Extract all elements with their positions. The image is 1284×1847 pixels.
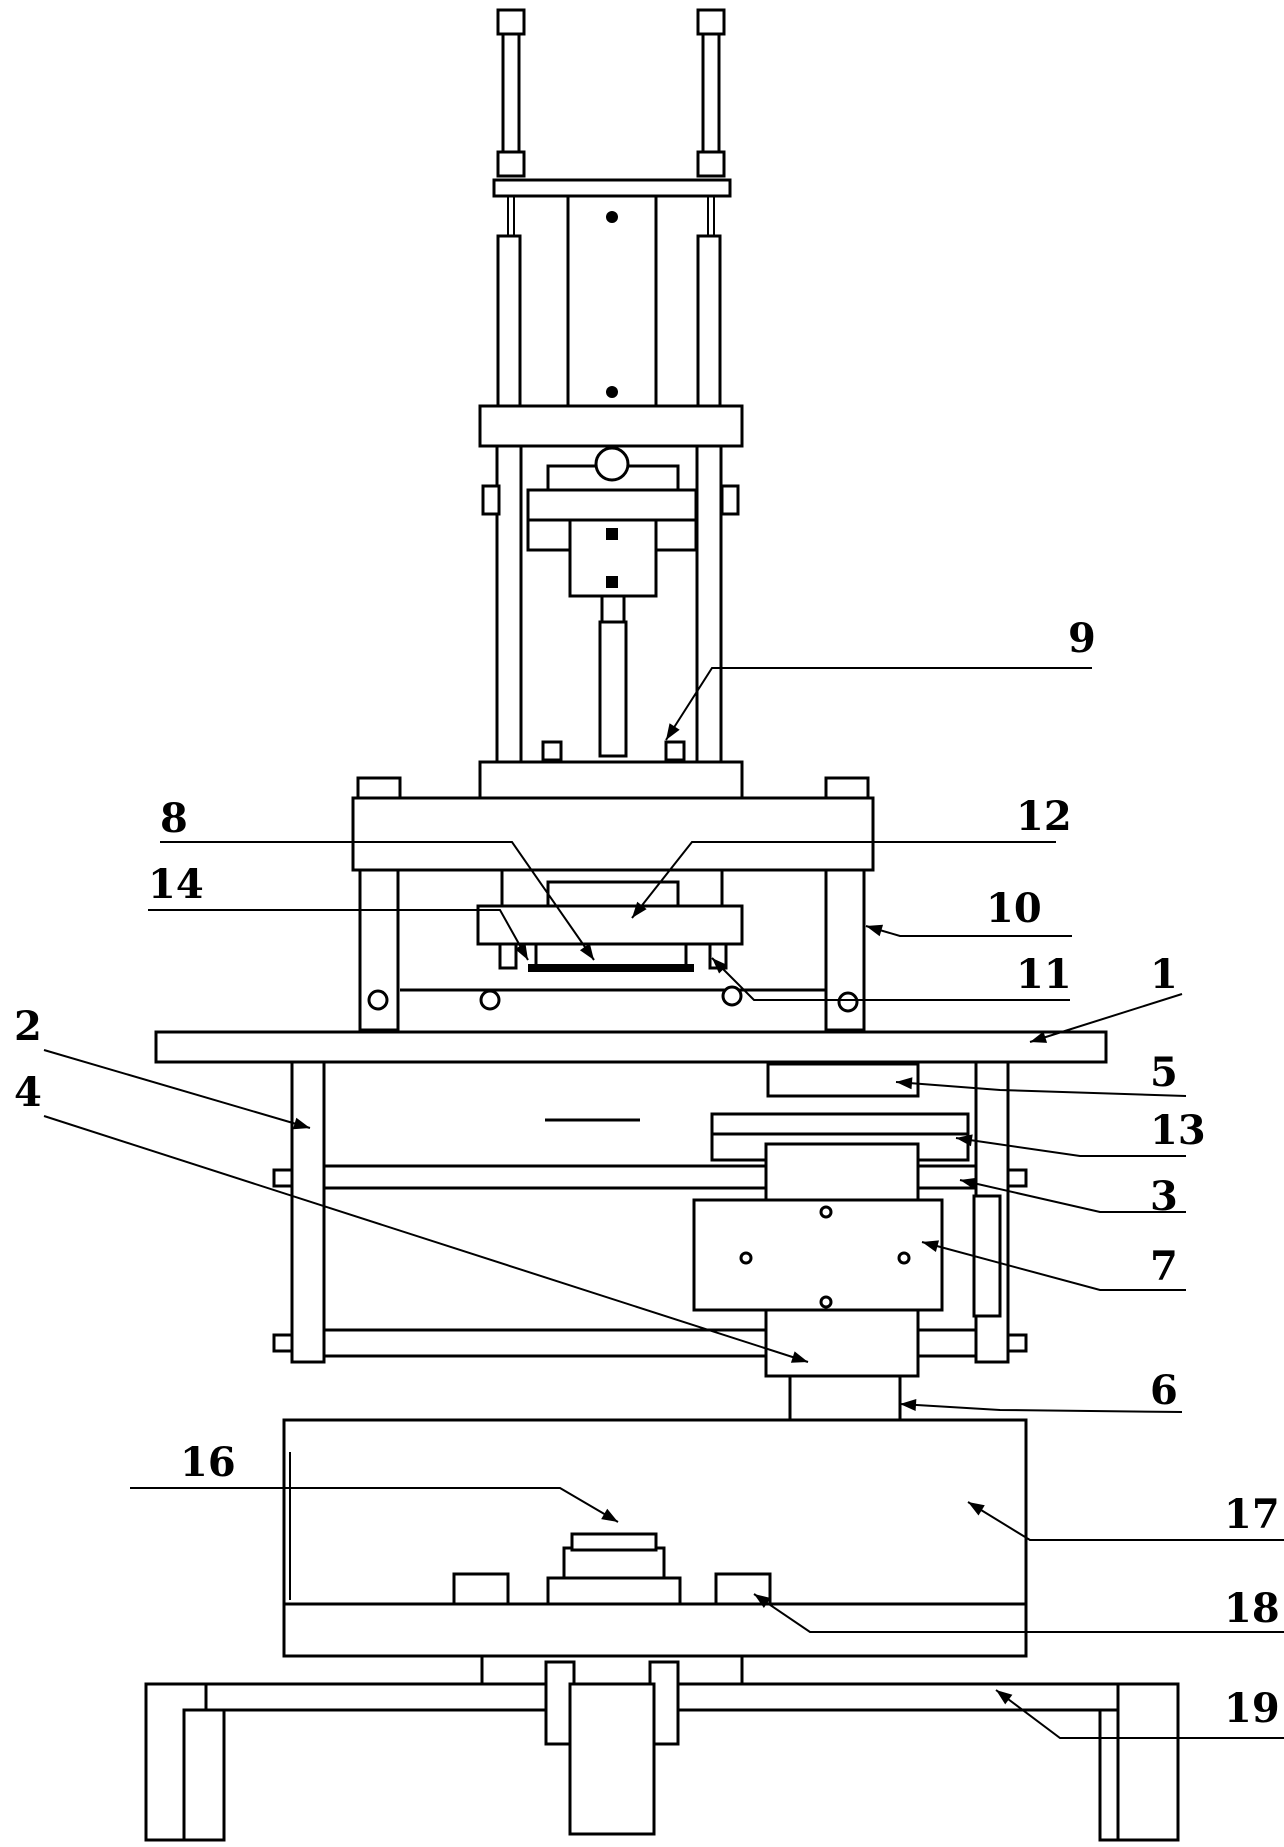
part-label-10: 10	[986, 885, 1042, 932]
part-label-14: 14	[148, 861, 204, 908]
lower-crosshead	[478, 740, 744, 800]
leader-arrow-2	[292, 1117, 310, 1130]
leader-arrow-14	[514, 943, 528, 960]
leader-line-14	[148, 909, 529, 961]
leader-line-5	[895, 1081, 1187, 1097]
part-label-9: 9	[1068, 615, 1096, 662]
part-label-3: 3	[1150, 1173, 1178, 1220]
part-label-8: 8	[160, 795, 188, 842]
leader-arrow-6	[900, 1398, 917, 1411]
part-label-13: 13	[1150, 1107, 1206, 1154]
leader-arrow-5	[896, 1077, 913, 1090]
leader-line-11	[711, 957, 1070, 1001]
leader-arrow-8	[579, 943, 594, 960]
lower-box	[282, 1418, 1028, 1658]
leader-arrow-16	[601, 1508, 618, 1522]
press-frame	[351, 776, 875, 1032]
piston-block	[568, 518, 658, 758]
leader-line-12	[631, 841, 1056, 919]
part-label-16: 16	[180, 1439, 236, 1486]
leader-arrow-1	[1030, 1031, 1048, 1043]
lift-mechanism	[692, 1062, 1002, 1422]
leader-arrow-9	[666, 723, 680, 740]
part-label-18: 18	[1224, 1585, 1280, 1632]
leader-line-17	[967, 1501, 1284, 1541]
part-label-19: 19	[1224, 1685, 1280, 1732]
leader-line-6	[899, 1403, 1183, 1413]
leader-line-9	[665, 667, 1092, 741]
leader-line-2	[43, 1049, 311, 1129]
leader-arrow-19	[996, 1690, 1013, 1705]
part-label-1: 1	[1150, 951, 1178, 998]
lower-frame	[272, 1060, 1028, 1364]
part-label-12: 12	[1016, 793, 1072, 840]
leader-line-16	[130, 1487, 619, 1523]
leader-arrow-7	[922, 1240, 940, 1252]
part-label-17: 17	[1224, 1491, 1280, 1538]
leader-arrow-13	[956, 1134, 973, 1147]
part-label-4: 4	[14, 1069, 42, 1116]
leader-line-19	[995, 1689, 1284, 1739]
table-top	[154, 1030, 1108, 1064]
part-label-7: 7	[1150, 1243, 1178, 1290]
leader-arrow-10	[866, 924, 884, 937]
leader-arrow-3	[960, 1177, 977, 1190]
die-assembly	[476, 870, 744, 972]
part-label-2: 2	[14, 1003, 42, 1050]
leader-arrow-12	[632, 901, 647, 918]
leader-line-13	[955, 1137, 1186, 1157]
leader-line-3	[959, 1179, 1186, 1213]
vertical-columns	[495, 234, 723, 762]
part-label-5: 5	[1150, 1049, 1178, 1096]
leader-arrow-11	[712, 958, 728, 974]
base-stand	[144, 1654, 1180, 1842]
leader-line-8	[160, 841, 595, 961]
main-cylinder	[566, 194, 658, 410]
leader-arrow-18	[754, 1594, 771, 1608]
leader-line-4	[43, 1115, 809, 1363]
part-label-6: 6	[1150, 1367, 1178, 1414]
leader-line-18	[753, 1593, 1284, 1633]
part-label-11: 11	[1016, 951, 1072, 998]
leader-line-1	[1029, 993, 1183, 1043]
leader-line-7	[921, 1241, 1186, 1291]
leader-arrow-17	[968, 1502, 985, 1516]
leader-arrow-4	[790, 1351, 808, 1363]
